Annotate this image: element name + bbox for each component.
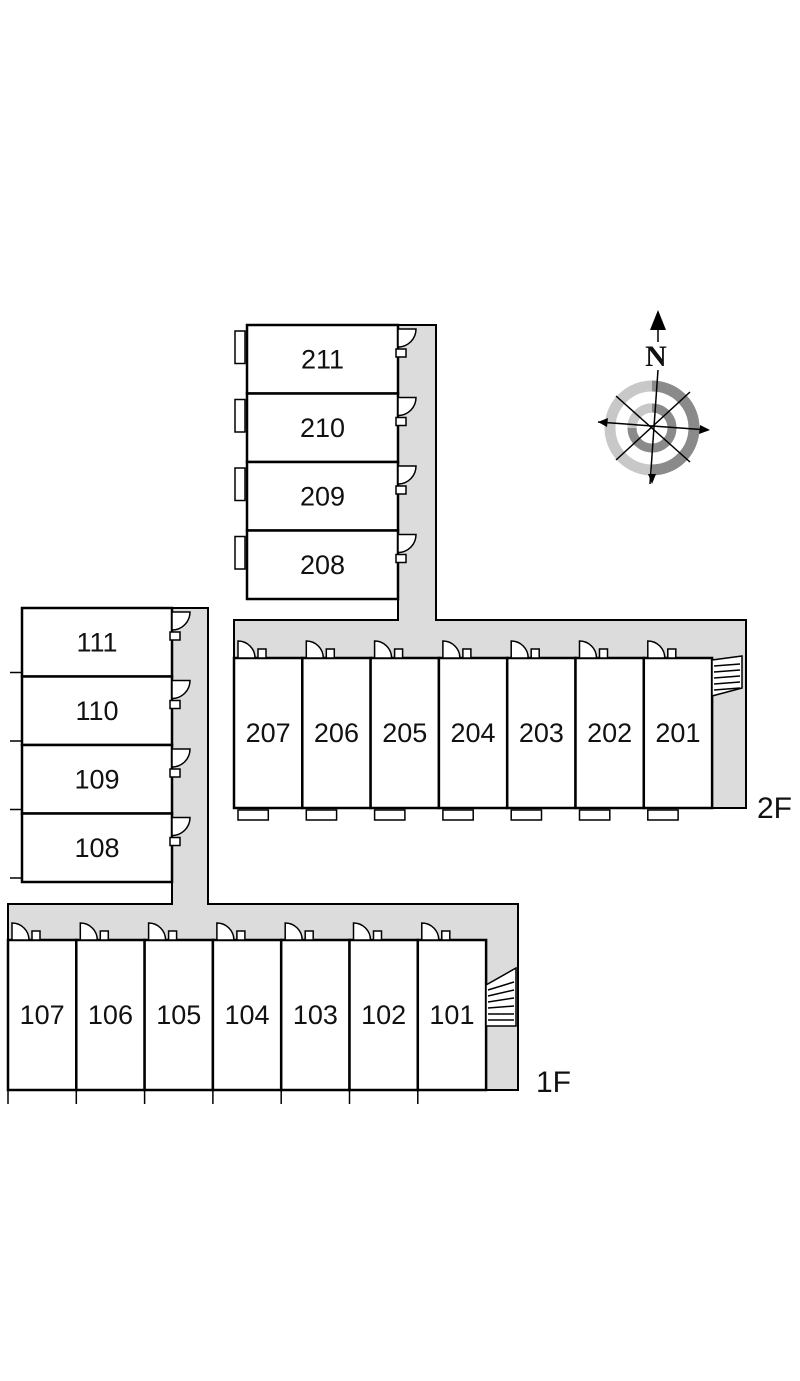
door-icon	[395, 396, 417, 427]
wing-2f: 211 210 209 208	[234, 323, 417, 601]
room-number: 103	[293, 1000, 338, 1030]
compass-rose-icon: N	[597, 310, 710, 485]
wing-1f: 111 110 109 108	[10, 606, 191, 884]
door-icon	[510, 640, 540, 659]
door-icon	[305, 640, 336, 659]
room: 201	[642, 640, 714, 821]
balcony	[234, 398, 246, 433]
room: 211	[234, 323, 417, 395]
room-number: 211	[301, 344, 344, 374]
room: 103	[279, 922, 351, 1104]
room: 109	[10, 743, 191, 815]
room: 202	[574, 640, 646, 821]
room-number: 206	[314, 718, 359, 748]
door-icon	[395, 533, 417, 564]
floor-1f: 111 110 109 108 107 106 105 104 103 102 101 1F	[6, 606, 571, 1104]
floor-label-1f: 1F	[536, 1066, 571, 1099]
room: 105	[143, 922, 215, 1104]
balcony	[234, 467, 246, 502]
room-number: 210	[300, 413, 345, 443]
row-1f: 107 106 105 104 103 102 101	[6, 922, 488, 1104]
room: 111	[10, 606, 191, 678]
door-icon	[395, 465, 417, 495]
door-icon	[169, 679, 191, 710]
door-icon	[442, 640, 472, 659]
room-number: 102	[361, 1000, 406, 1030]
door-icon	[373, 640, 404, 659]
room-number: 204	[451, 718, 496, 748]
room: 102	[348, 922, 420, 1104]
room: 107	[6, 922, 78, 1104]
door-icon	[11, 922, 41, 941]
room: 206	[301, 640, 372, 821]
door-icon	[578, 640, 609, 659]
stairs-icon	[711, 655, 743, 697]
room: 104	[211, 922, 283, 1104]
balcony	[305, 809, 338, 821]
room: 209	[234, 460, 417, 532]
floor-label-2f: 2F	[757, 792, 792, 825]
room-number: 108	[74, 833, 119, 863]
room-number: 109	[74, 764, 119, 794]
room: 205	[369, 640, 441, 821]
door-icon	[284, 922, 314, 941]
room: 110	[10, 675, 191, 747]
room: 106	[75, 922, 146, 1104]
balcony	[234, 535, 246, 570]
balcony	[510, 809, 543, 821]
room: 203	[505, 640, 577, 821]
door-icon	[147, 922, 178, 941]
door-icon	[169, 611, 191, 641]
balcony	[442, 809, 474, 821]
room-number: 111	[76, 627, 117, 657]
room: 208	[234, 529, 417, 601]
room-number: 107	[20, 1000, 65, 1030]
room-number: 101	[429, 1000, 474, 1030]
door-icon	[216, 922, 246, 941]
door-icon	[79, 922, 110, 941]
room-number: 209	[300, 481, 345, 511]
room-number: 205	[382, 718, 427, 748]
door-icon	[421, 922, 451, 941]
row-2f: 207 206 205 204 203 202 201	[232, 640, 714, 821]
balcony	[234, 330, 246, 365]
door-icon	[169, 748, 191, 778]
room: 207	[232, 640, 304, 821]
room: 108	[10, 812, 191, 884]
door-icon	[169, 816, 191, 847]
room: 204	[437, 640, 509, 821]
room-number: 208	[300, 550, 345, 580]
door-icon	[395, 328, 417, 358]
room-number: 201	[655, 718, 700, 748]
room: 210	[234, 392, 417, 464]
balcony	[237, 809, 270, 821]
room-number: 104	[225, 1000, 270, 1030]
compass-north-label: N	[645, 340, 667, 373]
room-number: 105	[156, 1000, 201, 1030]
room: 101	[416, 922, 488, 1104]
room-number: 202	[587, 718, 632, 748]
stairs-icon	[485, 966, 517, 1027]
balcony	[647, 809, 679, 821]
door-icon	[647, 640, 677, 659]
door-icon	[237, 640, 267, 659]
floor-2f: 211 210 209 208 207 206 205 204 203 202 201 2F	[232, 323, 792, 825]
door-icon	[352, 922, 383, 941]
balcony	[578, 809, 611, 821]
room-number: 106	[88, 1000, 133, 1030]
room-number: 110	[75, 696, 118, 726]
room-number: 207	[246, 718, 291, 748]
room-number: 203	[519, 718, 564, 748]
balcony	[373, 809, 406, 821]
